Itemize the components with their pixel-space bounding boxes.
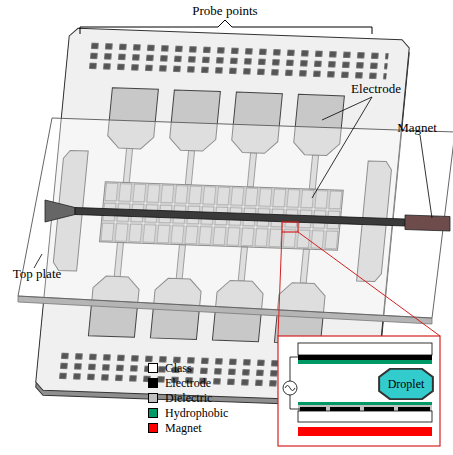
dielectric-layer: [298, 405, 432, 411]
top-plate: [18, 118, 453, 318]
probe-grid: [86, 41, 389, 82]
legend-row: Dielectric: [148, 390, 228, 405]
bracket: [80, 20, 372, 34]
legend-text: Dielectric: [165, 391, 212, 405]
droplet: Droplet: [378, 368, 434, 400]
legend-row: Electrode: [148, 375, 228, 390]
part-label: Magnet: [384, 121, 450, 135]
zoom-line: [278, 232, 282, 336]
legend-text: Electrode: [165, 376, 211, 390]
electrode-segment: [398, 407, 430, 411]
legend-swatch: [148, 393, 158, 403]
legend-swatch: [148, 363, 158, 373]
part-label: Top plate: [2, 267, 72, 281]
leader-line: [312, 97, 372, 198]
glass-layer: [298, 343, 432, 355]
ac-source: [283, 381, 297, 395]
hydrophobic-layer: [298, 402, 432, 405]
zoom-marker: [282, 222, 298, 232]
legend-text: Hydrophobic: [165, 406, 228, 420]
leader-line: [322, 97, 372, 120]
magnet-end: [405, 215, 450, 231]
legend-text: Glass: [165, 361, 192, 375]
legend: GlassElectrodeDielectricHydrophobicMagne…: [148, 360, 228, 435]
part-label: Probe points: [170, 4, 280, 18]
legend-row: Glass: [148, 360, 228, 375]
hydrophobic-layer: [298, 360, 432, 364]
glass-layer: [298, 411, 432, 422]
electrode-segment: [300, 407, 326, 411]
zoom-line: [298, 232, 440, 336]
electrode-segment: [330, 407, 360, 411]
ac-symbol: [285, 386, 295, 391]
electrode-layer: [298, 355, 432, 360]
legend-row: Hydrophobic: [148, 405, 228, 420]
legend-row: Magnet: [148, 420, 228, 435]
node-text: Droplet: [388, 378, 425, 391]
magnet-layer: [298, 427, 432, 436]
leader-line: [34, 254, 42, 268]
inset-frame: [278, 336, 440, 446]
leader-line: [420, 135, 432, 218]
legend-swatch: [148, 408, 158, 418]
magnet-funnel: [45, 200, 75, 222]
magnet-bar: [75, 208, 405, 227]
legend-text: Magnet: [165, 421, 202, 435]
electrode-segment: [364, 407, 394, 411]
droplet-shape: [379, 369, 433, 400]
legend-swatch: [148, 423, 158, 433]
part-label: Electrode: [336, 82, 416, 96]
legend-swatch: [148, 378, 158, 388]
